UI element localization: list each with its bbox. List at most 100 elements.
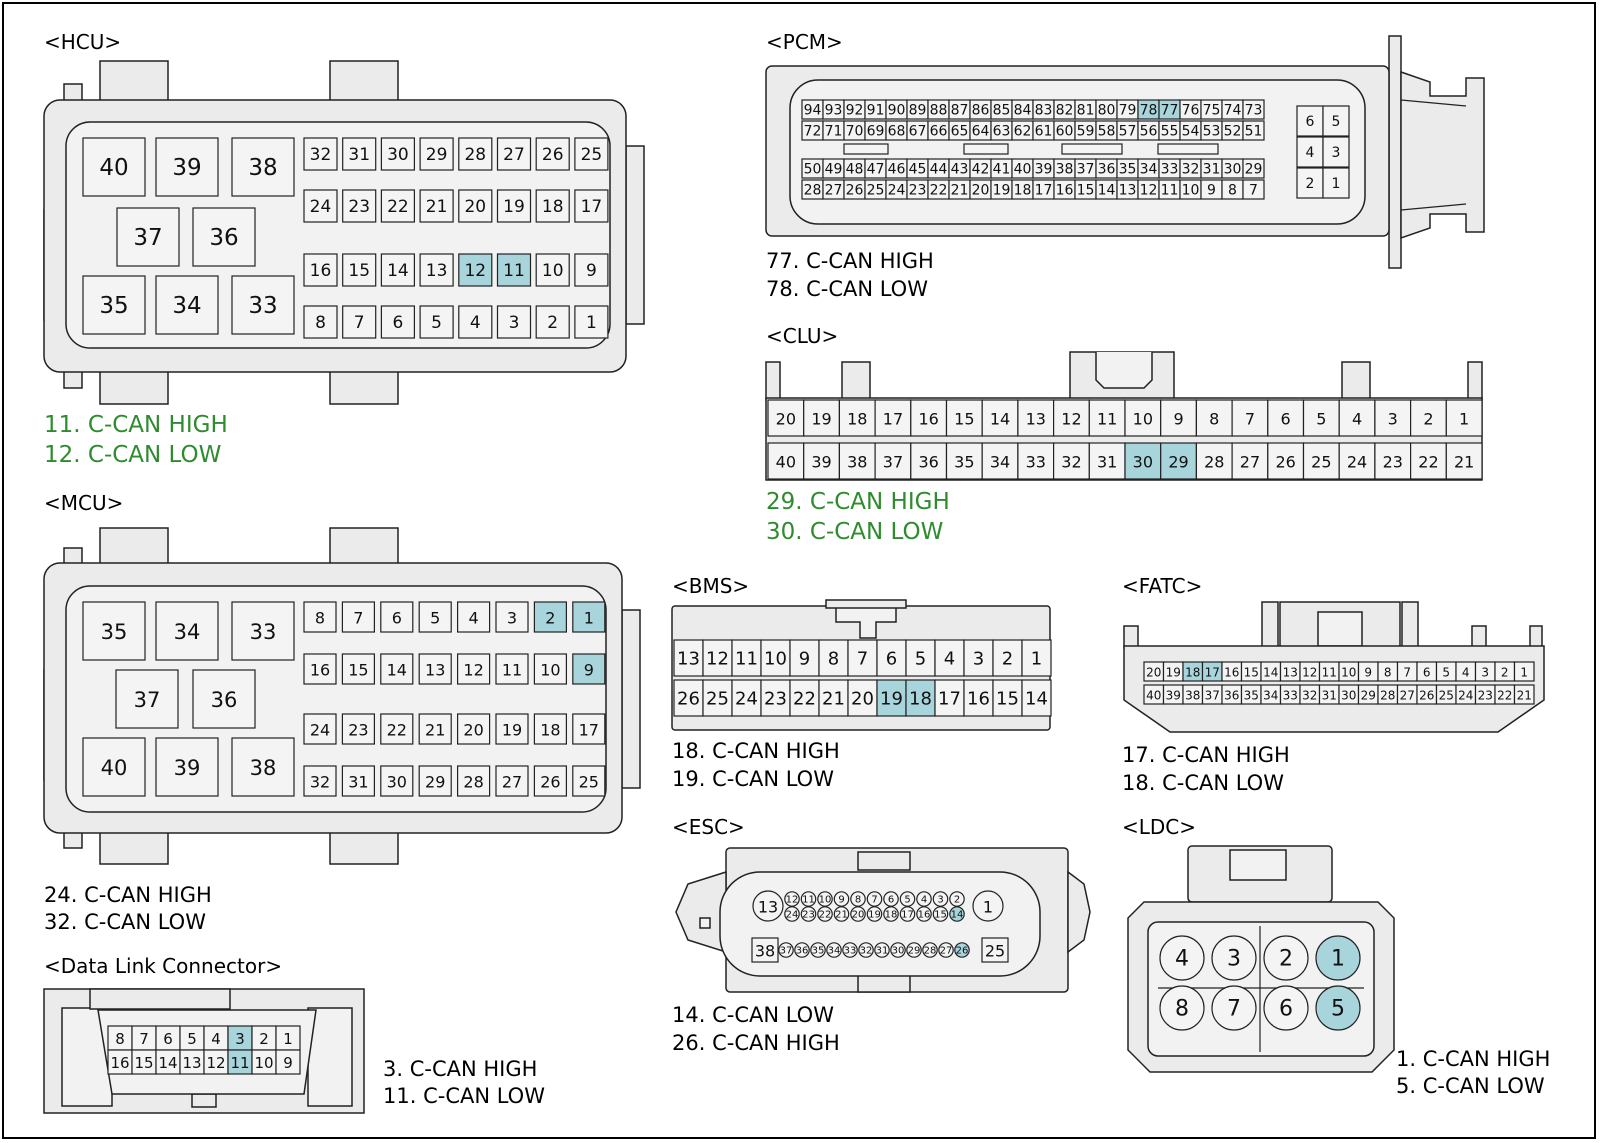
bms-pin-25: 25 bbox=[706, 689, 729, 710]
pcm-pin-28: 28 bbox=[804, 183, 822, 199]
esc-pin-16: 16 bbox=[918, 910, 931, 921]
mcu-pin-9-cavity bbox=[572, 653, 606, 685]
mcu-pin-16: 16 bbox=[310, 661, 330, 680]
hcu-pin-27: 27 bbox=[503, 145, 525, 165]
hcu-pin-13: 13 bbox=[426, 261, 448, 281]
mcu-pin-20-cavity bbox=[457, 713, 491, 745]
mcu-pin-1: 1 bbox=[584, 609, 594, 628]
mcu-pin-8: 8 bbox=[315, 609, 325, 628]
pcm-pin-17: 17 bbox=[1035, 183, 1053, 199]
esc-pin-32-cavity bbox=[858, 942, 874, 958]
mcu-pin-9: 9 bbox=[584, 661, 594, 680]
esc-pin-34: 34 bbox=[828, 946, 841, 957]
mcu-pin-19: 19 bbox=[502, 721, 522, 740]
pcm-pin-71: 71 bbox=[825, 124, 843, 140]
hcu-pin-7-cavity bbox=[342, 305, 377, 339]
hcu-pin-20: 20 bbox=[464, 197, 486, 217]
esc-pin-15: 15 bbox=[934, 910, 947, 921]
hcu-pin-1-cavity bbox=[574, 305, 609, 339]
hcu-pin-21: 21 bbox=[426, 197, 448, 217]
hcu-pin-31: 31 bbox=[348, 145, 370, 165]
pcm-pin-82: 82 bbox=[1056, 103, 1074, 119]
bms-pin-1: 1 bbox=[1031, 649, 1042, 670]
bms-pin-26-cavity bbox=[673, 679, 704, 717]
pcm-pin-52: 52 bbox=[1224, 124, 1242, 140]
clu-pin-18: 18 bbox=[847, 410, 867, 429]
mcu-pin-23: 23 bbox=[348, 721, 368, 740]
mcu-pin-27-cavity bbox=[495, 765, 529, 797]
mcu-pin-36: 36 bbox=[211, 688, 238, 712]
pcm-pin-93: 93 bbox=[825, 103, 843, 119]
fatc-title: <FATC> bbox=[1122, 574, 1202, 598]
bms-pin-3-cavity bbox=[963, 639, 994, 677]
esc-pin-33: 33 bbox=[844, 946, 857, 957]
hcu-pin-27-cavity bbox=[496, 137, 532, 171]
pcm-pin-78: 78 bbox=[1140, 103, 1158, 119]
clu-pin-22: 22 bbox=[1418, 453, 1438, 472]
fatc-pin-37: 37 bbox=[1205, 689, 1220, 703]
clu-pin-26-cavity bbox=[1267, 442, 1305, 480]
bms-pin-12: 12 bbox=[706, 649, 729, 670]
pcm-pin-2: 2 bbox=[1306, 176, 1315, 192]
clu-pin-29: 29 bbox=[1168, 453, 1188, 472]
mcu-pin-4-cavity bbox=[457, 601, 491, 633]
hcu-pin-10-cavity bbox=[535, 253, 570, 287]
mcu-pin-23-cavity bbox=[341, 713, 375, 745]
bms-note-2: 19. C-CAN LOW bbox=[672, 767, 834, 791]
dlc-pin-15: 15 bbox=[134, 1054, 153, 1072]
hcu-pin-25-cavity bbox=[574, 137, 609, 171]
fatc-pin-39: 39 bbox=[1166, 689, 1181, 703]
mcu-pin-3-cavity bbox=[495, 601, 529, 633]
mcu-pin-30-cavity bbox=[380, 765, 414, 797]
hcu-pin-19-cavity bbox=[496, 189, 532, 223]
mcu-pin-13-cavity bbox=[418, 653, 452, 685]
esc-pin-20: 20 bbox=[852, 910, 865, 921]
hcu-pin-26: 26 bbox=[542, 145, 564, 165]
mcu-pin-10: 10 bbox=[540, 661, 560, 680]
pcm-pin-26: 26 bbox=[846, 183, 864, 199]
pcm-pin-1: 1 bbox=[1332, 176, 1341, 192]
pcm-pin-36: 36 bbox=[1098, 162, 1116, 178]
hcu-pin-17: 17 bbox=[581, 197, 603, 217]
mcu-pin-2-cavity bbox=[533, 601, 568, 633]
esc-pin-7: 7 bbox=[871, 895, 877, 906]
mcu-pin-8-cavity bbox=[303, 601, 337, 633]
clu-pin-36-cavity bbox=[910, 442, 948, 480]
clu-pin-7: 7 bbox=[1245, 410, 1255, 429]
pcm-pin-21: 21 bbox=[951, 183, 969, 199]
mcu-pin-17-cavity bbox=[572, 713, 606, 745]
esc-pin-23: 23 bbox=[802, 910, 815, 921]
dlc-pin-12: 12 bbox=[206, 1054, 225, 1072]
pcm-pin-18: 18 bbox=[1014, 183, 1032, 199]
pcm-pin-23: 23 bbox=[909, 183, 927, 199]
bms-pin-4: 4 bbox=[944, 649, 955, 670]
bms-pin-17: 17 bbox=[938, 689, 961, 710]
fatc-pin-15: 15 bbox=[1244, 666, 1259, 680]
esc-pin-11: 11 bbox=[802, 895, 815, 906]
hcu-note-1: 11. C-CAN HIGH bbox=[44, 412, 228, 438]
mcu-pin-26-cavity bbox=[533, 765, 568, 797]
mcu-pin-27: 27 bbox=[502, 773, 522, 792]
hcu-pin-7: 7 bbox=[354, 313, 365, 333]
dlc-pin-13: 13 bbox=[182, 1054, 201, 1072]
bms-pin-22-cavity bbox=[789, 679, 820, 717]
pcm-key-slot bbox=[1157, 143, 1219, 155]
pcm-pin-44: 44 bbox=[930, 162, 948, 178]
clu-pin-29-cavity bbox=[1160, 442, 1197, 480]
pcm-pin-35: 35 bbox=[1119, 162, 1137, 178]
pcm-pin-94: 94 bbox=[804, 103, 822, 119]
clu-pin-2: 2 bbox=[1423, 410, 1433, 429]
esc-pin-36: 36 bbox=[796, 946, 809, 957]
clu-pin-36: 36 bbox=[918, 453, 938, 472]
fatc-pin-21-cavity bbox=[1513, 684, 1535, 705]
fatc-pin-12: 12 bbox=[1302, 666, 1317, 680]
ldc-pin-7: 7 bbox=[1227, 997, 1241, 1022]
ldc-pin-8: 8 bbox=[1175, 997, 1189, 1022]
mcu-pin-10-cavity bbox=[533, 653, 568, 685]
mcu-pin-19-cavity bbox=[495, 713, 529, 745]
clu-pin-40-cavity bbox=[767, 442, 805, 480]
pcm-pin-3-cavity bbox=[1322, 136, 1350, 168]
bms-pin-13: 13 bbox=[677, 649, 700, 670]
clu-pin-34: 34 bbox=[990, 453, 1010, 472]
